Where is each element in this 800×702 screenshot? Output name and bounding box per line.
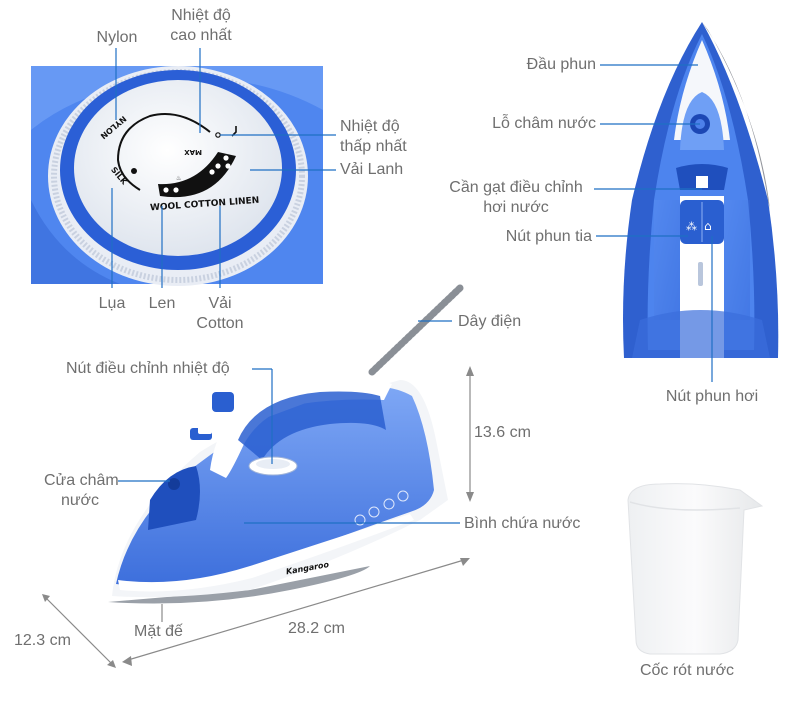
dial-closeup-photo: ♨ MAX NYLON SILK WOOL COTTON LINEN <box>31 66 323 286</box>
label-max-temperature: Nhiệt độ cao nhất <box>164 6 238 46</box>
label-min-temperature-line1: Nhiệt độ <box>340 118 400 135</box>
label-soleplate: Mặt đế <box>134 623 183 640</box>
label-max-temperature-line2: cao nhất <box>170 27 232 44</box>
label-steam-button: Nút phun hơi <box>665 388 759 405</box>
label-spray-button: Nút phun tia <box>505 228 592 245</box>
label-cotton: Vải Cotton <box>190 294 250 334</box>
label-water-inlet: Lỗ châm nước <box>492 115 596 132</box>
dimension-length: 28.2 cm <box>288 620 345 637</box>
label-temperature-knob: Nút điều chỉnh nhiệt độ <box>66 360 230 377</box>
label-nylon: Nylon <box>96 29 138 46</box>
svg-text:⌂: ⌂ <box>704 219 712 233</box>
svg-text:⁂: ⁂ <box>686 220 697 233</box>
label-silk: Lụa <box>98 295 126 312</box>
label-steam-lever-line1: Cần gạt điều chỉnh <box>449 179 583 196</box>
label-cotton-line1: Vải <box>208 295 232 312</box>
label-wool: Len <box>148 295 176 312</box>
dimension-lines <box>42 366 474 668</box>
label-water-tank: Bình chứa nước <box>464 515 581 532</box>
svg-text:MAX: MAX <box>184 148 202 156</box>
side-view-iron-photo: Kangaroo <box>108 284 464 604</box>
label-min-temperature: Nhiệt độ thấp nhất <box>340 117 407 157</box>
label-cotton-line2: Cotton <box>196 315 244 332</box>
label-fill-door: Cửa châm nước <box>44 471 119 511</box>
svg-text:♨: ♨ <box>176 175 181 182</box>
label-power-cord: Dây điện <box>458 313 522 330</box>
label-linen: Vải Lanh <box>340 161 404 178</box>
measuring-cup-photo <box>627 483 764 655</box>
label-max-temperature-line1: Nhiệt độ <box>171 7 231 24</box>
label-fill-door-line1: Cửa châm <box>44 472 119 489</box>
label-measuring-cup: Cốc rót nước <box>639 662 735 679</box>
dimension-width: 12.3 cm <box>14 632 71 649</box>
top-view-iron-photo: ⁂ ⌂ <box>623 22 779 358</box>
label-steam-lever-line2: hơi nước <box>483 199 549 216</box>
dimension-height: 13.6 cm <box>474 424 531 441</box>
label-fill-door-line2: nước <box>60 492 100 509</box>
label-steam-lever: Cần gạt điều chỉnh hơi nước <box>440 178 592 218</box>
label-min-temperature-line2: thấp nhất <box>340 138 407 155</box>
label-nozzle: Đầu phun <box>526 56 596 73</box>
leader-lines <box>111 48 713 524</box>
